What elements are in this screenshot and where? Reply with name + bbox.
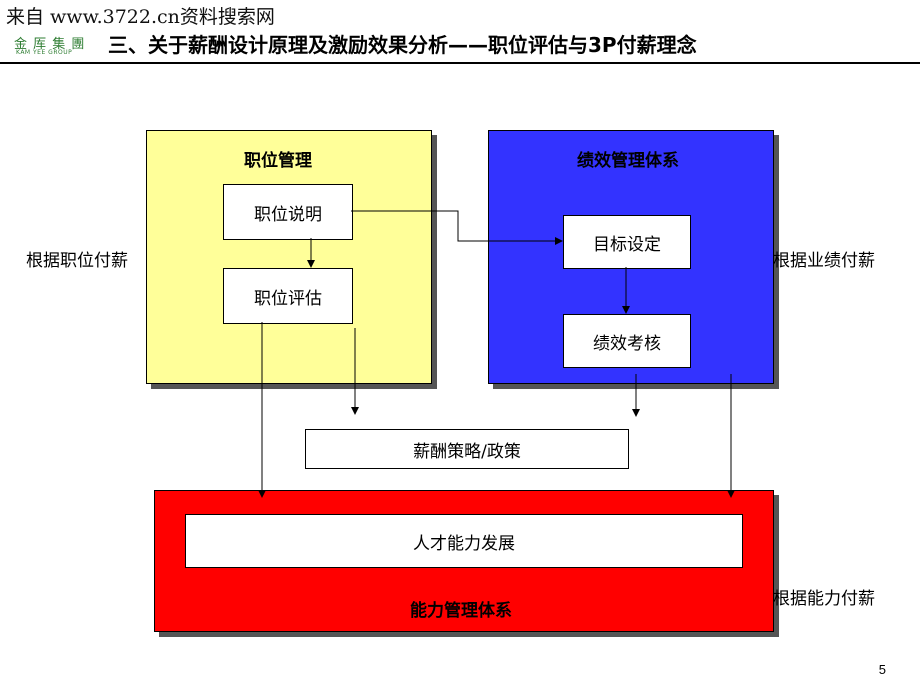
pay-by-position-label: 根据职位付薪 [26, 251, 128, 271]
logo-chinese-text: 金 厍 集 團 [14, 37, 86, 52]
page-number: 5 [878, 662, 886, 677]
talent-development-box: 人才能力发展 [185, 514, 743, 568]
job-description-box: 职位说明 [223, 184, 353, 240]
pay-by-performance-label: 根据业绩付薪 [773, 251, 875, 271]
pay-by-competency-label: 根据能力付薪 [773, 589, 875, 609]
performance-management-title: 绩效管理体系 [577, 151, 679, 171]
position-management-title: 职位管理 [244, 151, 312, 171]
title-divider [0, 62, 920, 64]
competency-management-title: 能力管理体系 [410, 601, 512, 621]
arrow-description-to-goal-setting [351, 210, 563, 245]
job-evaluation-box: 职位评估 [223, 268, 353, 324]
compensation-policy-box: 薪酬策略/政策 [305, 429, 629, 469]
watermark-text: 来自 www.3722.cn资料搜索网 [6, 6, 275, 28]
performance-appraisal-box: 绩效考核 [563, 314, 691, 368]
slide-title: 三、关于薪酬设计原理及激励效果分析——职位评估与3P付薪理念 [108, 33, 697, 57]
logo-english-text: KAM YEE GROUP [16, 49, 73, 56]
company-logo: 金 厍 集 團 KAM YEE GROUP [14, 33, 84, 59]
goal-setting-box: 目标设定 [563, 215, 691, 269]
position-management-panel [146, 130, 432, 384]
